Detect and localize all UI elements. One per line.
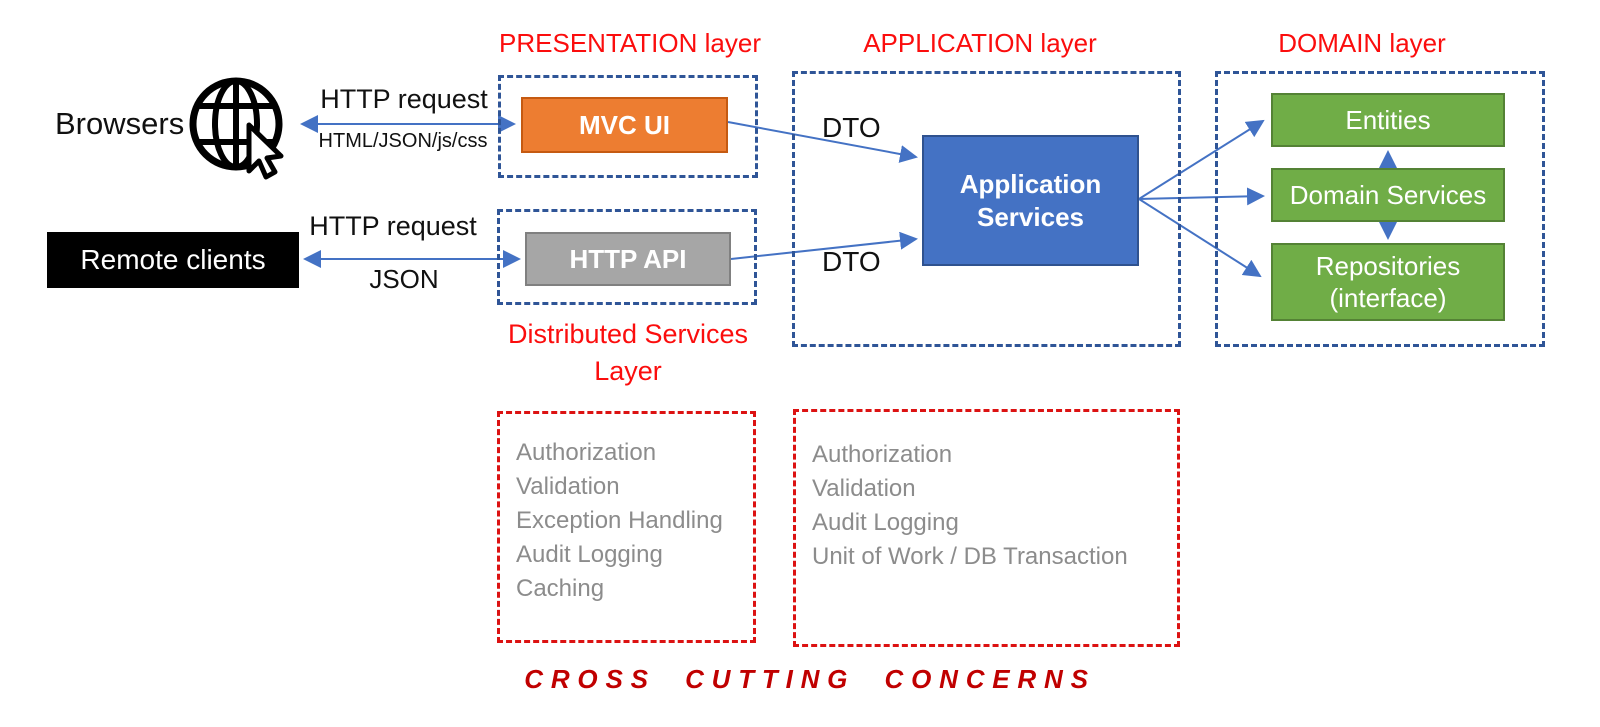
presentation-dashed-box-top xyxy=(498,75,758,178)
cross-cutting-item: Validation xyxy=(516,473,620,500)
distributed-services-layer-label: Distributed Services Layer xyxy=(478,316,778,390)
dto-label-top: DTO xyxy=(822,112,881,143)
cross-cutting-list-application: Authorization Validation Audit Logging U… xyxy=(812,438,1128,574)
cross-cutting-item: Unit of Work / DB Transaction xyxy=(812,543,1128,570)
http-request-label-top: HTTP request xyxy=(320,84,488,114)
application-layer-title: APPLICATION layer xyxy=(863,28,1097,58)
json-label: JSON xyxy=(369,264,439,294)
globe-cursor-icon xyxy=(189,77,284,180)
remote-clients-label: Remote clients xyxy=(80,244,266,275)
repositories-box: Repositories (interface) xyxy=(1271,243,1505,321)
domain-dashed-box xyxy=(1215,71,1545,347)
entities-box: Entities xyxy=(1271,93,1505,147)
cross-cutting-item: Audit Logging xyxy=(812,509,959,536)
http-api-box: HTTP API xyxy=(525,232,731,286)
cross-cutting-box-application xyxy=(793,409,1180,647)
http-request-label-bottom: HTTP request xyxy=(309,211,477,241)
entities-label: Entities xyxy=(1345,104,1431,135)
distributed-services-line1: Distributed Services xyxy=(507,319,749,349)
mvc-ui-label: MVC UI xyxy=(579,109,670,140)
cross-cutting-item: Caching xyxy=(516,575,605,602)
application-services-line1: Application xyxy=(959,169,1102,199)
cross-cutting-item: Audit Logging xyxy=(516,541,663,568)
browsers-label: Browsers xyxy=(55,106,185,141)
cross-cutting-item: Exception Handling xyxy=(516,507,723,534)
cross-cutting-item: Authorization xyxy=(812,441,953,468)
application-dashed-box xyxy=(792,71,1181,347)
remote-clients-box: Remote clients xyxy=(47,232,299,288)
presentation-layer-title: PRESENTATION layer xyxy=(499,28,761,58)
dto-label-bottom: DTO xyxy=(822,246,881,277)
cross-cutting-item: Validation xyxy=(812,475,916,502)
cross-cutting-box-distributed xyxy=(497,411,756,643)
application-services-box: Application Services xyxy=(922,135,1139,266)
domain-layer-title: DOMAIN layer xyxy=(1278,28,1446,58)
presentation-dashed-box-bottom xyxy=(497,209,757,305)
cross-cutting-concerns-label: CROSS CUTTING CONCERNS xyxy=(524,664,1096,694)
application-services-line2: Services xyxy=(977,201,1084,232)
cross-cutting-item: Authorization xyxy=(516,439,657,466)
cross-cutting-list-distributed: Authorization Validation Exception Handl… xyxy=(516,436,723,606)
repositories-line1: Repositories xyxy=(1315,250,1461,281)
distributed-services-line2: Layer xyxy=(594,356,662,386)
domain-services-box: Domain Services xyxy=(1271,168,1505,222)
html-json-js-css-label: HTML/JSON/js/css xyxy=(318,130,488,152)
mvc-ui-box: MVC UI xyxy=(521,97,728,153)
repositories-line2: (interface) xyxy=(1329,283,1447,313)
domain-services-label: Domain Services xyxy=(1289,179,1487,210)
http-api-label: HTTP API xyxy=(569,243,687,274)
